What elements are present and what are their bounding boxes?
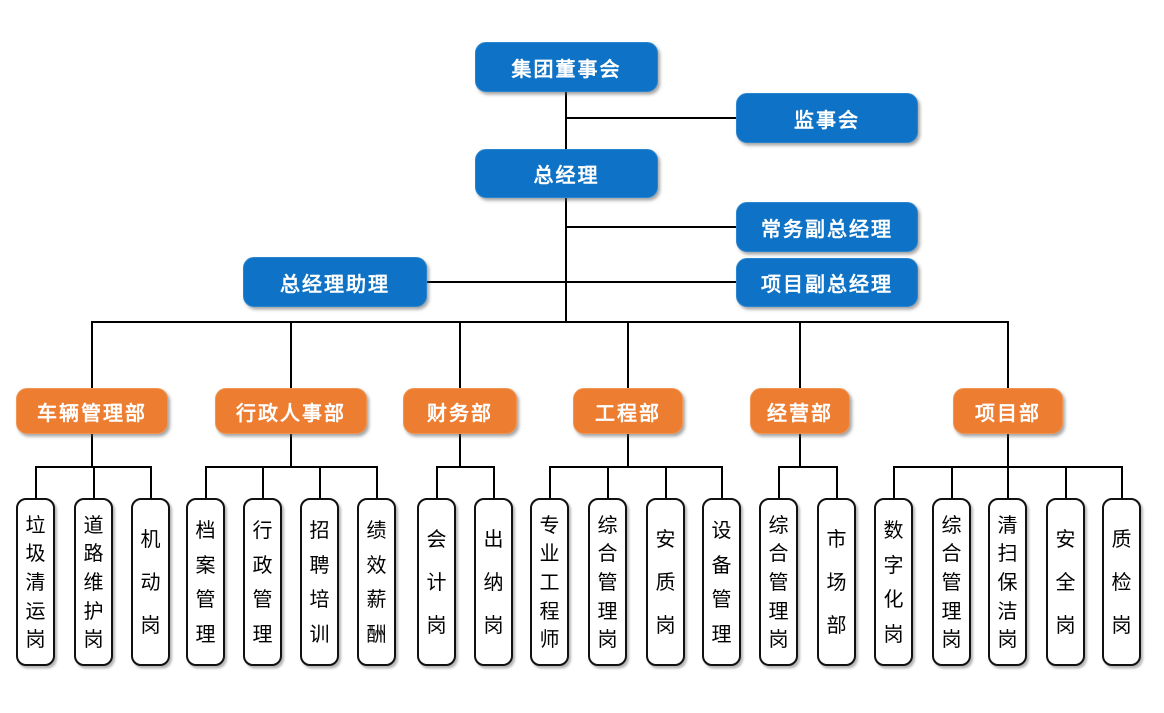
- connector-line: [436, 466, 438, 499]
- post-box: 招聘培训: [300, 498, 339, 666]
- post-box: 出纳岗: [474, 498, 513, 666]
- connector-line: [205, 466, 378, 468]
- connector-line: [205, 466, 207, 499]
- connector-line: [1121, 466, 1123, 499]
- connector-line: [721, 466, 723, 499]
- connector-line: [150, 466, 152, 499]
- node-executive-deputy-gm: 常务副总经理: [736, 202, 918, 252]
- post-box: 垃圾清运岗: [16, 498, 55, 666]
- connector-line: [566, 226, 737, 228]
- department-admin-hr: 行政人事部: [215, 388, 367, 434]
- connector-line: [893, 466, 895, 499]
- node-project-deputy-gm: 项目副总经理: [736, 258, 918, 307]
- post-box: 道路维护岗: [74, 498, 113, 666]
- post-box: 会计岗: [417, 498, 456, 666]
- connector-line: [951, 466, 953, 499]
- post-box: 安质岗: [646, 498, 685, 666]
- connector-line: [91, 321, 93, 389]
- connector-line: [565, 198, 567, 322]
- connector-line: [290, 321, 292, 389]
- connector-line: [91, 433, 93, 467]
- post-box: 综合管理岗: [932, 498, 971, 666]
- connector-line: [665, 466, 667, 499]
- post-box: 清扫保洁岗: [988, 498, 1027, 666]
- department-project: 项目部: [953, 388, 1063, 434]
- post-box: 安全岗: [1046, 498, 1085, 666]
- connector-line: [1007, 433, 1009, 467]
- department-engineering: 工程部: [573, 388, 683, 434]
- connector-line: [607, 466, 609, 499]
- connector-line: [493, 466, 495, 499]
- connector-line: [91, 321, 1009, 323]
- connector-line: [778, 466, 780, 499]
- connector-line: [436, 466, 495, 468]
- connector-line: [565, 92, 567, 150]
- connector-line: [799, 321, 801, 389]
- post-box: 质检岗: [1102, 498, 1141, 666]
- connector-line: [427, 281, 737, 283]
- post-box: 机动岗: [131, 498, 170, 666]
- connector-line: [1007, 466, 1009, 499]
- connector-line: [35, 466, 37, 499]
- post-box: 综合管理岗: [759, 498, 798, 666]
- connector-line: [459, 321, 461, 389]
- post-box: 行政管理: [243, 498, 282, 666]
- connector-line: [93, 466, 95, 499]
- post-box: 绩效薪酬: [357, 498, 396, 666]
- connector-line: [459, 433, 461, 467]
- connector-line: [627, 321, 629, 389]
- post-box: 设备管理: [702, 498, 741, 666]
- connector-line: [799, 433, 801, 467]
- post-box: 综合管理岗: [588, 498, 627, 666]
- connector-line: [549, 466, 551, 499]
- connector-line: [778, 466, 838, 468]
- post-box: 档案管理: [186, 498, 225, 666]
- department-operations: 经营部: [750, 388, 850, 434]
- connector-line: [1007, 321, 1009, 389]
- connector-line: [836, 466, 838, 499]
- post-box: 市场部: [817, 498, 856, 666]
- connector-line: [376, 466, 378, 499]
- connector-line: [319, 466, 321, 499]
- connector-line: [627, 433, 629, 467]
- department-finance: 财务部: [403, 388, 517, 434]
- node-supervisory-board: 监事会: [736, 93, 918, 143]
- post-box: 专业工程师: [530, 498, 569, 666]
- node-gm-assistant: 总经理助理: [243, 257, 427, 307]
- connector-line: [549, 466, 723, 468]
- connector-line: [566, 117, 737, 119]
- post-box: 数字化岗: [874, 498, 913, 666]
- connector-line: [262, 466, 264, 499]
- connector-line: [290, 433, 292, 467]
- node-general-manager: 总经理: [475, 149, 658, 198]
- connector-line: [1065, 466, 1067, 499]
- department-vehicle-management: 车辆管理部: [16, 388, 168, 434]
- node-group-board: 集团董事会: [475, 42, 658, 92]
